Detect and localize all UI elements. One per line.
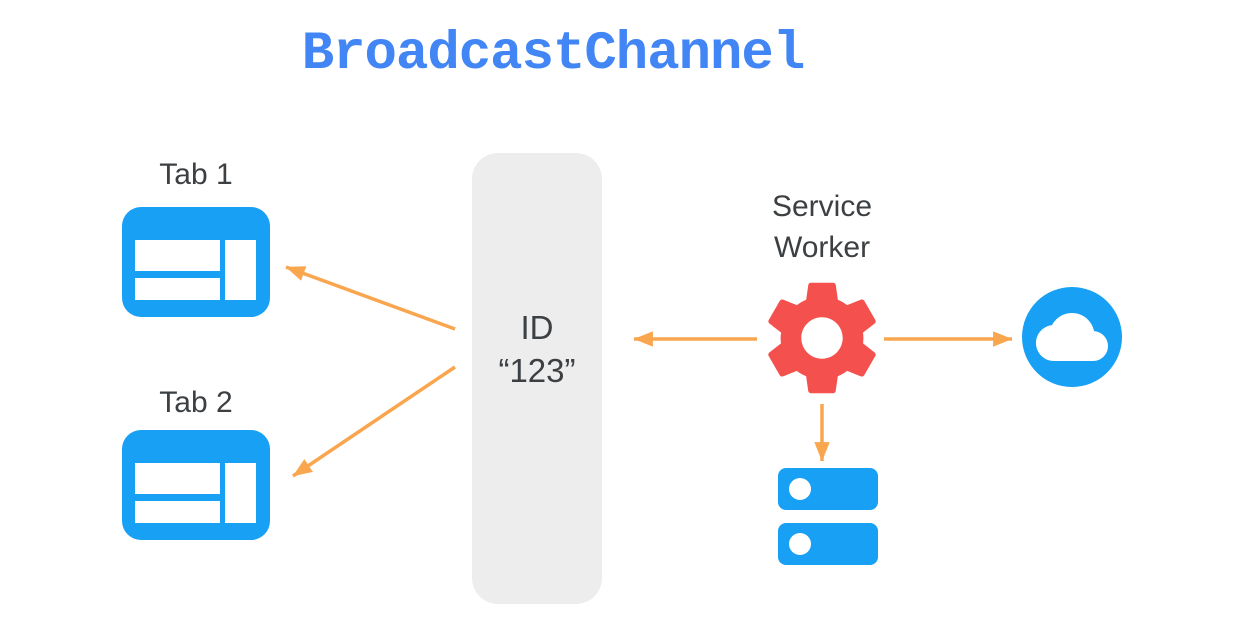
arrow-channel-to-tab1 — [285, 265, 456, 331]
browser-window-icon — [122, 430, 270, 540]
diagram-title: BroadcastChannel — [301, 24, 805, 85]
service-worker-label-line1: Service — [771, 190, 873, 223]
channel-id-label: ID — [520, 309, 554, 346]
cloud-icon — [1022, 287, 1122, 387]
cloud-glyph — [1036, 313, 1108, 361]
tab2-label: Tab 2 — [159, 386, 233, 419]
service-worker-label-line2: Worker — [773, 231, 871, 264]
channel-id-value: “123” — [498, 352, 576, 389]
channel-id-text: ID “123” — [472, 306, 602, 392]
storage-disks-icon — [778, 468, 878, 565]
browser-window-icon — [122, 207, 270, 317]
tab1-label: Tab 1 — [159, 158, 233, 191]
gear-icon — [768, 282, 876, 394]
arrow-channel-to-tab2 — [292, 365, 456, 478]
broadcast-channel-box — [472, 153, 602, 604]
service-worker-label: Service Worker — [722, 186, 922, 268]
